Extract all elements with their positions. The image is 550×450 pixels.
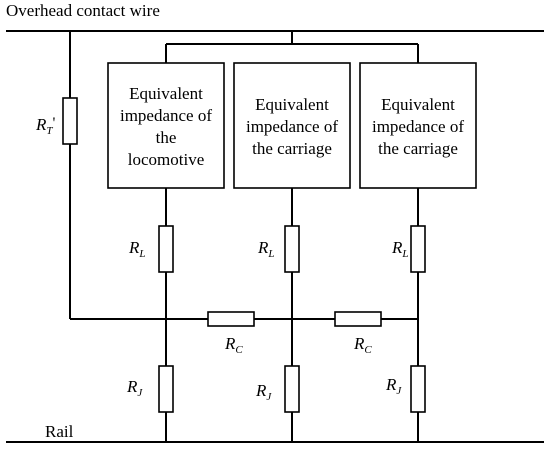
rail-label: Rail — [45, 422, 74, 441]
label-rc-2: RC — [353, 334, 372, 356]
box-locomotive-line-2: impedance of — [120, 106, 212, 125]
resistor-rl-1 — [158, 225, 174, 273]
label-rj-1: RJ — [126, 377, 143, 399]
box-locomotive-line-1: Equivalent — [129, 84, 203, 103]
box-carriage-2: Equivalent impedance of the carriage — [359, 62, 477, 189]
box-carriage-2-line-1: Equivalent — [381, 95, 455, 114]
box-locomotive-line-4: locomotive — [128, 150, 204, 169]
box-carriage-1-line-1: Equivalent — [255, 95, 329, 114]
resistor-rc-2 — [334, 311, 382, 327]
box-carriage-2-line-3: the carriage — [378, 139, 458, 158]
overhead-wire-label: Overhead contact wire — [6, 1, 160, 20]
box-carriage-2-line-2: impedance of — [372, 117, 464, 136]
label-rj-2: RJ — [255, 381, 272, 403]
label-rl-2: RL — [257, 238, 275, 260]
label-rt: RT' — [35, 115, 56, 137]
resistor-rj-1 — [158, 365, 174, 413]
resistor-rc-1 — [207, 311, 255, 327]
box-carriage-1-line-2: impedance of — [246, 117, 338, 136]
box-carriage-1-line-3: the carriage — [252, 139, 332, 158]
label-rc-1: RC — [224, 334, 243, 356]
label-rl-1: RL — [128, 238, 146, 260]
box-carriage-1: Equivalent impedance of the carriage — [233, 62, 351, 189]
resistor-rt — [62, 97, 78, 145]
resistor-rj-3 — [410, 365, 426, 413]
resistor-rl-2 — [284, 225, 300, 273]
box-locomotive-line-3: the — [156, 128, 177, 147]
label-rl-3: RL — [391, 238, 409, 260]
box-locomotive: Equivalent impedance of the locomotive — [107, 62, 225, 189]
label-rj-3: RJ — [385, 375, 402, 397]
resistor-rj-2 — [284, 365, 300, 413]
resistor-rl-3 — [410, 225, 426, 273]
